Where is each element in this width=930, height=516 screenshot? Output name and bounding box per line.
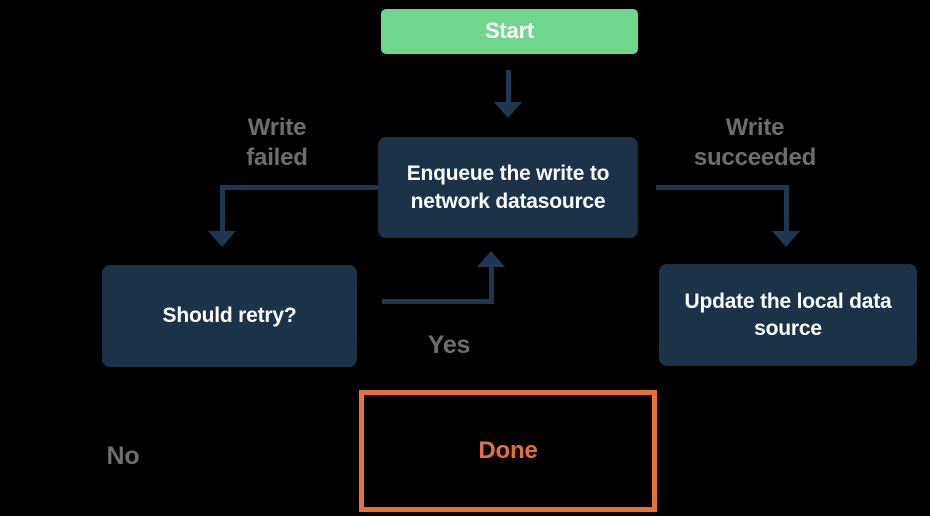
edge-start-to-enqueue-line <box>506 70 511 105</box>
edge-yes-vertical-line <box>489 266 494 304</box>
edge-write-succeeded-horizontal-line <box>656 185 789 190</box>
node-done: Done <box>359 390 657 512</box>
edge-label-no: No <box>106 442 140 470</box>
arrowhead-write-succeeded-icon <box>772 231 800 247</box>
edge-label-write-failed: Write failed <box>246 114 308 171</box>
arrowhead-write-failed-icon <box>208 231 236 247</box>
edge-write-failed-horizontal-line <box>220 185 378 190</box>
node-update-local-source: Update the local data source <box>659 264 917 366</box>
edge-yes-horizontal-line <box>382 299 494 304</box>
node-should-retry: Should retry? <box>102 265 357 367</box>
arrowhead-yes-icon <box>477 251 505 267</box>
edge-label-yes: Yes <box>427 331 471 359</box>
node-start: Start <box>381 9 638 54</box>
edge-label-write-succeeded: Write succeeded <box>693 114 817 171</box>
edge-write-succeeded-vertical-line <box>784 185 789 232</box>
edge-write-failed-vertical-line <box>220 185 225 233</box>
node-enqueue-write: Enqueue the write to network datasource <box>378 137 638 238</box>
arrowhead-start-to-enqueue-icon <box>494 102 522 118</box>
